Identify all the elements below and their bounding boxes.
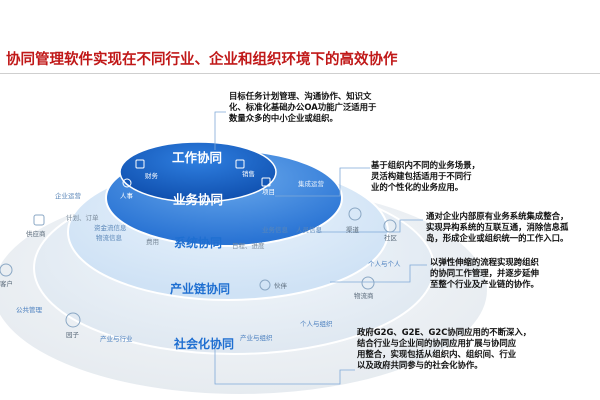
item-business-info: 业务信息 [262,225,289,234]
leader-line-5 [214,345,355,385]
description-business: 基于组织内不同的业务场景， 灵活构建包括适用于不同行 业的个性化的业务应用。 [371,160,480,192]
finance-icon [135,159,145,169]
item-park: 园子 [66,331,80,339]
item-person-to-org: 个人与组织 [300,319,333,328]
item-integrated-ops: 集成运营 [298,179,325,188]
supplier-icon [33,214,45,226]
item-project: 项目 [262,188,275,196]
item-logistics-info: 物流信息 [96,233,123,242]
park-icon [65,312,81,328]
layer-label-industry-chain: 产业链协同 [170,281,230,296]
hr-icon [122,178,132,188]
logistics-provider-icon [361,276,375,290]
item-supplier: 供应商 [26,229,46,238]
item-plan-order: 计划、订单 [66,213,99,222]
layer-label-system: 系统协同 [174,235,222,250]
item-fund-info: 资金流信息 [94,223,127,232]
item-personnel-info: 人员信息 [296,225,323,234]
item-schedule-progress: 日程、进度 [232,241,265,250]
item-finance: 财务 [145,171,159,180]
item-sales: 销售 [242,169,255,178]
leader-line-2 [275,167,370,197]
leader-lines [214,111,427,385]
description-system: 通对企业内部原有业务系统集成整合， 实现异构系统的互联互通，消除信息孤 岛，形成… [426,211,569,243]
leader-line-4 [330,264,427,283]
description-industry-chain: 以弹性伸缩的流程实现跨组织 的协同工作管理，并逐步延伸 至整个行业及产业链的协作… [430,257,539,289]
title-divider [0,73,600,74]
project-icon [261,177,271,187]
item-industry-to-industry: 产业与行业 [100,334,133,343]
item-logistics-provider: 物流商 [354,291,374,300]
community-icon [383,219,397,233]
layer-label-work: 工作协同 [172,150,222,165]
leader-line-1 [214,111,226,150]
layer-work-core [119,141,277,203]
item-channel: 渠道 [346,225,360,234]
item-community: 社区 [384,233,398,242]
layer-label-business: 业务协同 [173,192,223,207]
description-social: 政府G2G、G2E、G2C协同应用的不断深入， 结合行业与企业间的协同应用扩展与… [357,327,532,370]
partner-icon [259,279,271,291]
customer-icon [0,263,13,277]
item-enterprise-ops: 企业运营 [55,191,82,200]
description-work: 目标任务计划管理、沟通协作、知识文 化、标准化基础办公OA功能广泛适用于 数量众… [229,91,377,123]
item-person-to-person: 个人与个人 [368,260,401,268]
leader-line-3 [318,219,423,233]
channel-icon [348,207,362,221]
item-cost: 费用 [146,237,159,246]
item-hr: 人事 [120,191,134,200]
item-partner: 伙伴 [274,281,288,290]
item-industry-to-org: 产业与组织 [240,333,273,342]
sales-icon [235,159,245,169]
layer-label-social: 社会化协同 [173,336,234,351]
item-public-management: 公共管理 [16,305,43,314]
item-customer: 客户 [0,279,13,288]
page-title: 协同管理软件实现在不同行业、企业和组织环境下的高效协作 [6,52,398,68]
